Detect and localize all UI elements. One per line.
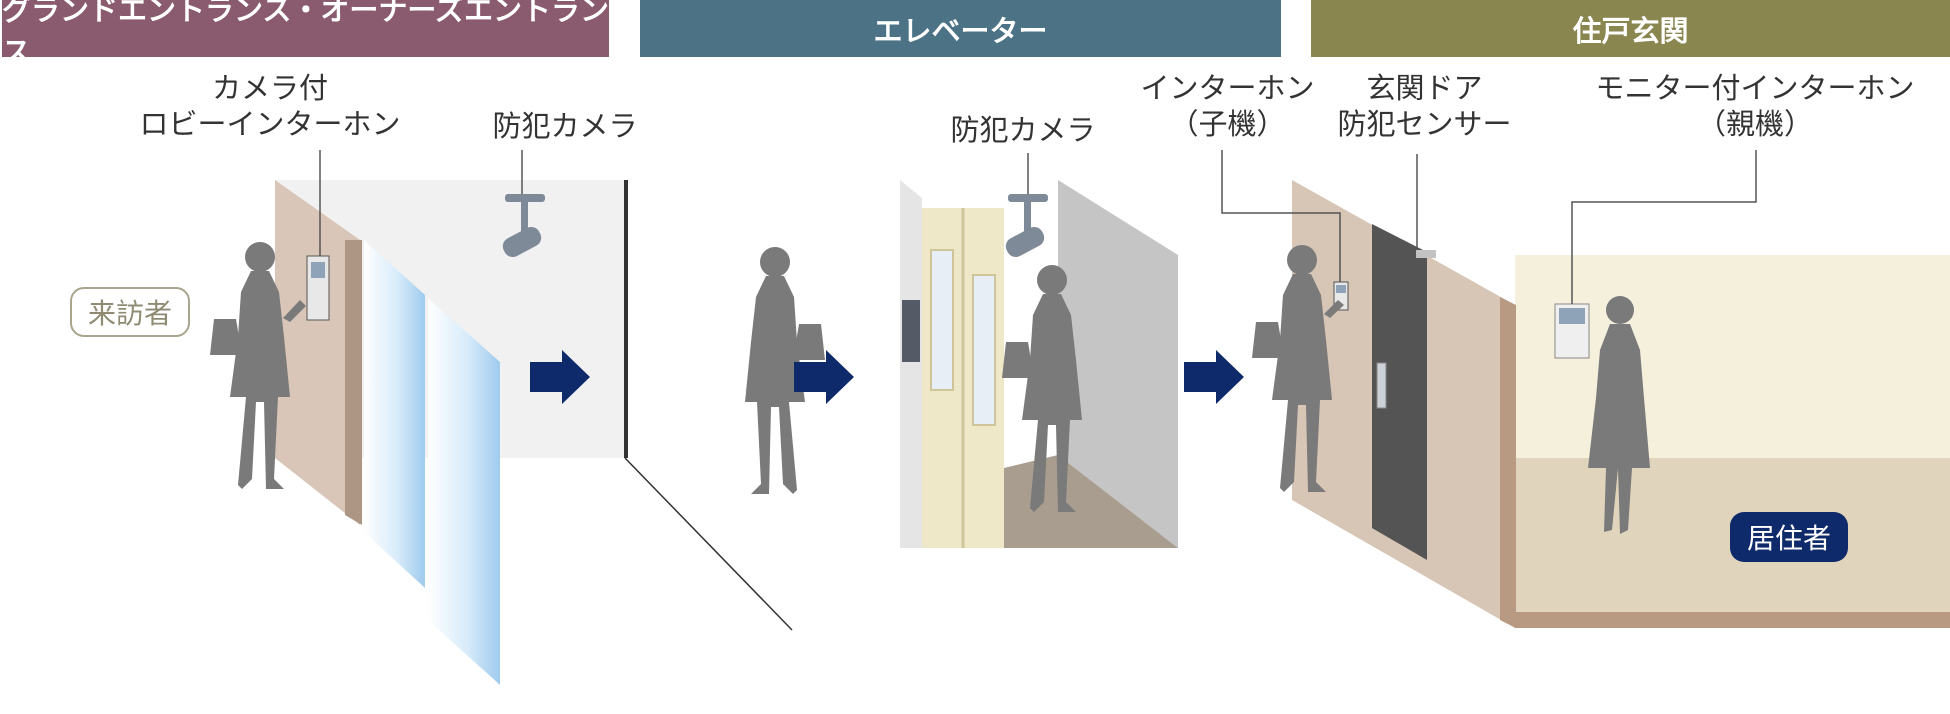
arrow-icon-1	[530, 350, 590, 404]
entrance-left-wall	[275, 180, 360, 525]
elevator-floor	[1004, 455, 1178, 548]
label-camera-entrance: 防犯カメラ	[492, 109, 638, 143]
label-intercom-child-line2: （子機）	[1169, 107, 1286, 141]
elevator-panel	[902, 300, 920, 362]
header-entrance: グランドエントランス・オーナーズエントランス	[2, 0, 609, 69]
label-intercom-child: インターホン （子機）	[1125, 70, 1330, 142]
glass-door-right	[428, 298, 500, 685]
label-monitor-intercom: モニター付インターホン （親機）	[1590, 70, 1920, 142]
label-camera-elevator: 防犯カメラ	[950, 113, 1096, 147]
resident-silhouette	[1588, 296, 1650, 534]
elevator-scene	[745, 153, 1178, 548]
flow-arrows	[530, 350, 1244, 404]
label-door-sensor: 玄関ドア 防犯センサー	[1332, 70, 1517, 142]
entrance-scene	[210, 150, 793, 685]
badge-resident: 居住者	[1730, 512, 1848, 562]
header-elevator: エレベーター	[640, 0, 1281, 57]
glass-door-left	[364, 240, 425, 588]
label-intercom-child-line1: インターホン	[1140, 71, 1315, 105]
label-lobby-intercom: カメラ付 ロビーインターホン	[120, 70, 420, 142]
entrance-door	[1372, 224, 1427, 560]
arrow-icon-3	[1184, 350, 1244, 404]
camera-elevator-icon	[1005, 153, 1048, 258]
elevator-right-wall	[1058, 180, 1178, 548]
header-residence: 住戸玄関	[1311, 0, 1950, 57]
arrow-icon-2	[794, 350, 854, 404]
label-door-sensor-line2: 防犯センサー	[1337, 107, 1512, 141]
label-monitor-intercom-line2: （親機）	[1696, 107, 1813, 141]
label-door-sensor-line1: 玄関ドア	[1366, 71, 1483, 105]
camera-entrance-icon	[502, 150, 545, 258]
label-lobby-intercom-line2: ロビーインターホン	[139, 107, 401, 141]
label-lobby-intercom-line1: カメラ付	[211, 71, 328, 105]
badge-visitor: 来訪者	[70, 287, 190, 337]
label-monitor-intercom-line1: モニター付インターホン	[1595, 71, 1915, 105]
